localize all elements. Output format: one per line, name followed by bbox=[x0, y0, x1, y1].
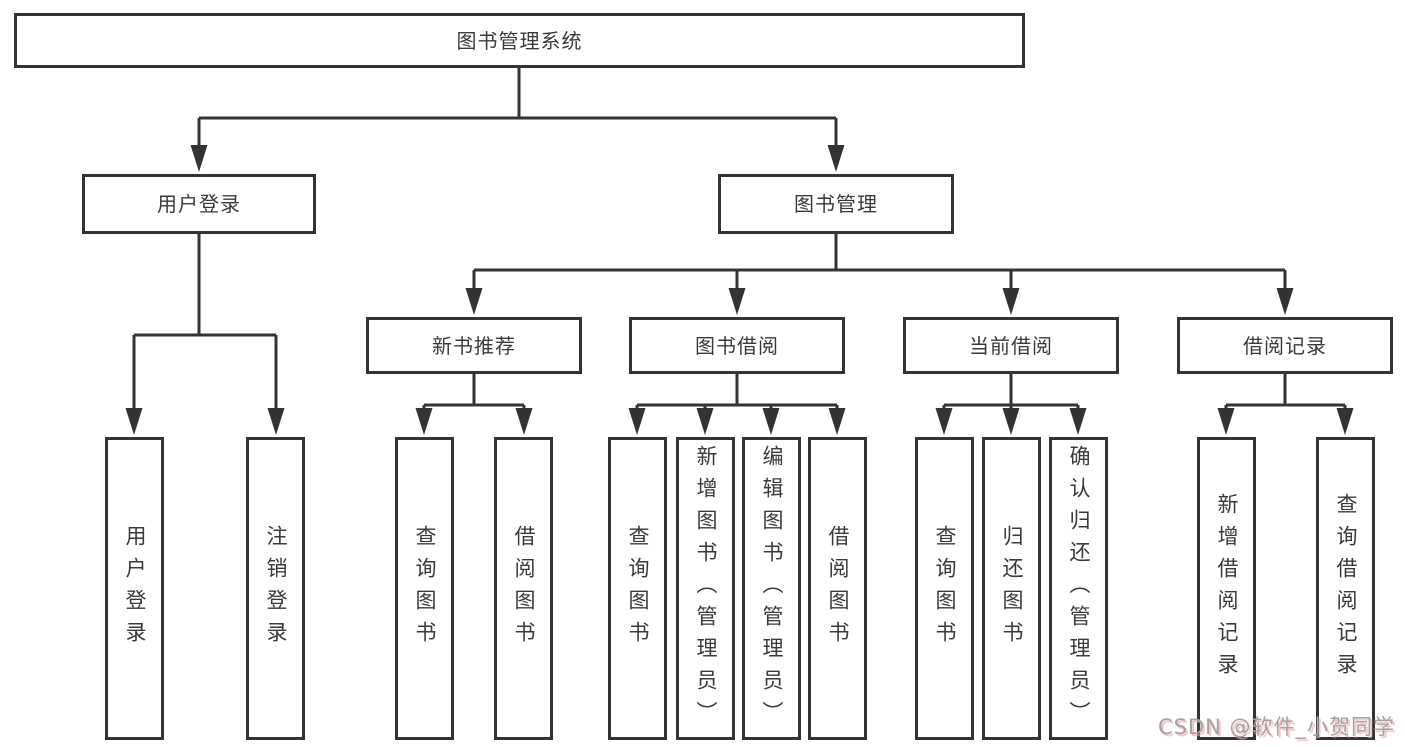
leaf-edit-book-admin-label: 编辑图书（管理员） bbox=[760, 444, 784, 733]
connector-book-borrow-to-leaves bbox=[635, 374, 839, 412]
leaf-query-borrow-record: 查询借阅记录 bbox=[1316, 437, 1375, 740]
arrow-down-icon bbox=[628, 408, 646, 435]
leaf-return-book-label: 归还图书 bbox=[1000, 524, 1024, 653]
arrow-down-icon bbox=[415, 408, 433, 435]
arrow-down-icon bbox=[827, 145, 845, 172]
leaf-confirm-return-admin-label: 确认归还（管理员） bbox=[1067, 444, 1091, 733]
leaf-borrow-book-newrec: 借阅图书 bbox=[494, 437, 553, 740]
leaf-query-book-newrec-label: 查询图书 bbox=[413, 524, 437, 653]
leaf-query-book-newrec: 查询图书 bbox=[395, 437, 454, 740]
arrow-down-icon bbox=[190, 145, 208, 172]
leaf-edit-book-admin: 编辑图书（管理员） bbox=[742, 437, 801, 740]
leaf-add-book-admin-label: 新增图书（管理员） bbox=[694, 444, 718, 733]
arrow-down-icon bbox=[696, 408, 714, 435]
arrow-down-icon bbox=[1002, 408, 1020, 435]
leaf-query-book-current: 查询图书 bbox=[915, 437, 974, 740]
leaf-confirm-return-admin: 确认归还（管理员） bbox=[1049, 437, 1108, 740]
leaf-logout: 注销登录 bbox=[246, 437, 305, 740]
leaf-logout-label: 注销登录 bbox=[264, 524, 288, 653]
arrow-down-icon bbox=[1336, 408, 1354, 435]
arrow-down-icon bbox=[828, 408, 846, 435]
arrow-down-icon bbox=[762, 408, 780, 435]
leaf-borrow-book-newrec-label: 借阅图书 bbox=[512, 524, 536, 653]
leaf-query-book-current-label: 查询图书 bbox=[933, 524, 957, 653]
node-current-borrow-label: 当前借阅 bbox=[969, 333, 1053, 358]
arrow-down-icon bbox=[267, 408, 285, 435]
leaf-add-borrow-record-label: 新增借阅记录 bbox=[1215, 492, 1239, 685]
node-root: 图书管理系统 bbox=[14, 13, 1025, 68]
arrow-down-icon bbox=[1276, 288, 1294, 315]
arrow-down-icon bbox=[515, 408, 533, 435]
node-current-borrow: 当前借阅 bbox=[903, 317, 1119, 374]
node-user-login-label: 用户登录 bbox=[157, 192, 241, 216]
leaf-borrow-book: 借阅图书 bbox=[808, 437, 867, 740]
node-borrow-record: 借阅记录 bbox=[1177, 317, 1393, 374]
leaf-query-book-borrow-label: 查询图书 bbox=[626, 524, 650, 653]
connector-root-to-level2 bbox=[197, 68, 838, 150]
node-borrow-record-label: 借阅记录 bbox=[1243, 333, 1327, 358]
node-new-book-rec: 新书推荐 bbox=[366, 317, 582, 374]
leaf-borrow-book-label: 借阅图书 bbox=[826, 524, 850, 653]
leaf-add-book-admin: 新增图书（管理员） bbox=[676, 437, 735, 740]
arrow-down-icon bbox=[1002, 288, 1020, 315]
node-root-label: 图书管理系统 bbox=[456, 28, 583, 53]
node-book-borrow-label: 图书借阅 bbox=[695, 333, 779, 358]
leaf-return-book: 归还图书 bbox=[982, 437, 1041, 740]
arrow-down-icon bbox=[935, 408, 953, 435]
node-user-login: 用户登录 bbox=[82, 174, 316, 234]
arrow-down-icon bbox=[125, 408, 143, 435]
leaf-query-book-borrow: 查询图书 bbox=[608, 437, 667, 740]
arrow-down-icon bbox=[728, 288, 746, 315]
arrow-down-icon bbox=[1069, 408, 1087, 435]
leaf-user-login-label: 用户登录 bbox=[123, 524, 147, 653]
leaf-query-borrow-record-label: 查询借阅记录 bbox=[1334, 492, 1358, 685]
node-book-mgmt: 图书管理 bbox=[718, 174, 954, 234]
csdn-watermark: CSDN @软件_小贺同学 bbox=[1157, 715, 1395, 739]
arrow-down-icon bbox=[1217, 408, 1235, 435]
connector-current-borrow-to-leaves bbox=[942, 374, 1080, 412]
arrow-down-icon bbox=[465, 288, 483, 315]
connector-book-mgmt-to-level3 bbox=[472, 234, 1287, 292]
node-book-mgmt-label: 图书管理 bbox=[794, 192, 878, 216]
connector-new-book-rec-to-leaves bbox=[422, 374, 526, 412]
connector-user-login-to-leaves bbox=[132, 234, 278, 412]
node-book-borrow: 图书借阅 bbox=[629, 317, 845, 374]
node-new-book-rec-label: 新书推荐 bbox=[432, 333, 516, 358]
leaf-add-borrow-record: 新增借阅记录 bbox=[1197, 437, 1256, 740]
leaf-user-login: 用户登录 bbox=[105, 437, 164, 740]
connector-borrow-record-to-leaves bbox=[1224, 374, 1347, 412]
